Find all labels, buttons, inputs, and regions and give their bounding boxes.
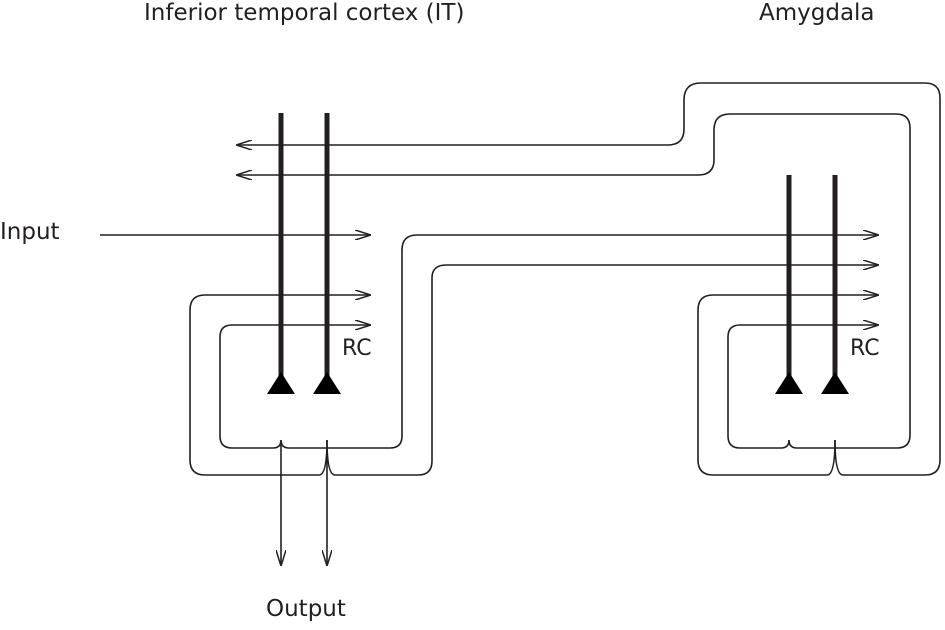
it-recurrent-collateral-1 [219,325,370,449]
it-to-amygdala-projection-1 [280,235,878,449]
amygdala-to-it-backprojection-1 [237,113,911,449]
amygdala-title: Amygdala [759,0,875,26]
it-soma-1 [267,372,295,394]
it-soma-2 [313,372,341,394]
it-title: Inferior temporal cortex (IT) [144,0,465,26]
amygdala-soma-1 [775,372,803,394]
amygdala-to-it-backprojection-2 [237,82,941,476]
output-label: Output [266,596,346,622]
it-rc-label: RC [342,336,372,361]
it-recurrent-collateral-2 [189,295,370,476]
amygdala-recurrent-collateral-2 [697,295,878,476]
amygdala-soma-2 [821,372,849,394]
amygdala-recurrent-collateral-1 [727,325,878,449]
it-to-amygdala-projection-2 [326,265,878,476]
amygdala-rc-label: RC [850,336,880,361]
input-label: Input [0,219,60,245]
